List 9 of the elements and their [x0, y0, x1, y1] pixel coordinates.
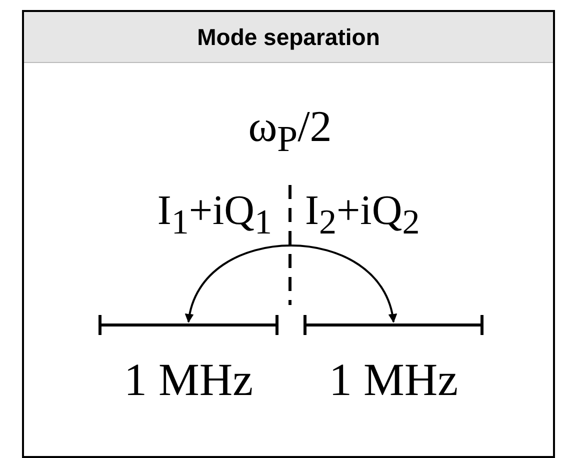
scale-bar: [98, 315, 278, 335]
scale-label: 1 MHz: [328, 357, 458, 403]
signal-label: I$_{2}$+iQ$_{2}$: [305, 190, 420, 240]
title-band: Mode separation: [24, 12, 553, 63]
scale-label: 1 MHz: [124, 357, 254, 403]
signal-label: I$_{1}$+iQ$_{1}$: [157, 190, 272, 240]
scale-bar: [304, 315, 484, 335]
frequency-label: ω$_{P}$/2: [248, 105, 332, 158]
curved-arrow: [186, 244, 396, 323]
